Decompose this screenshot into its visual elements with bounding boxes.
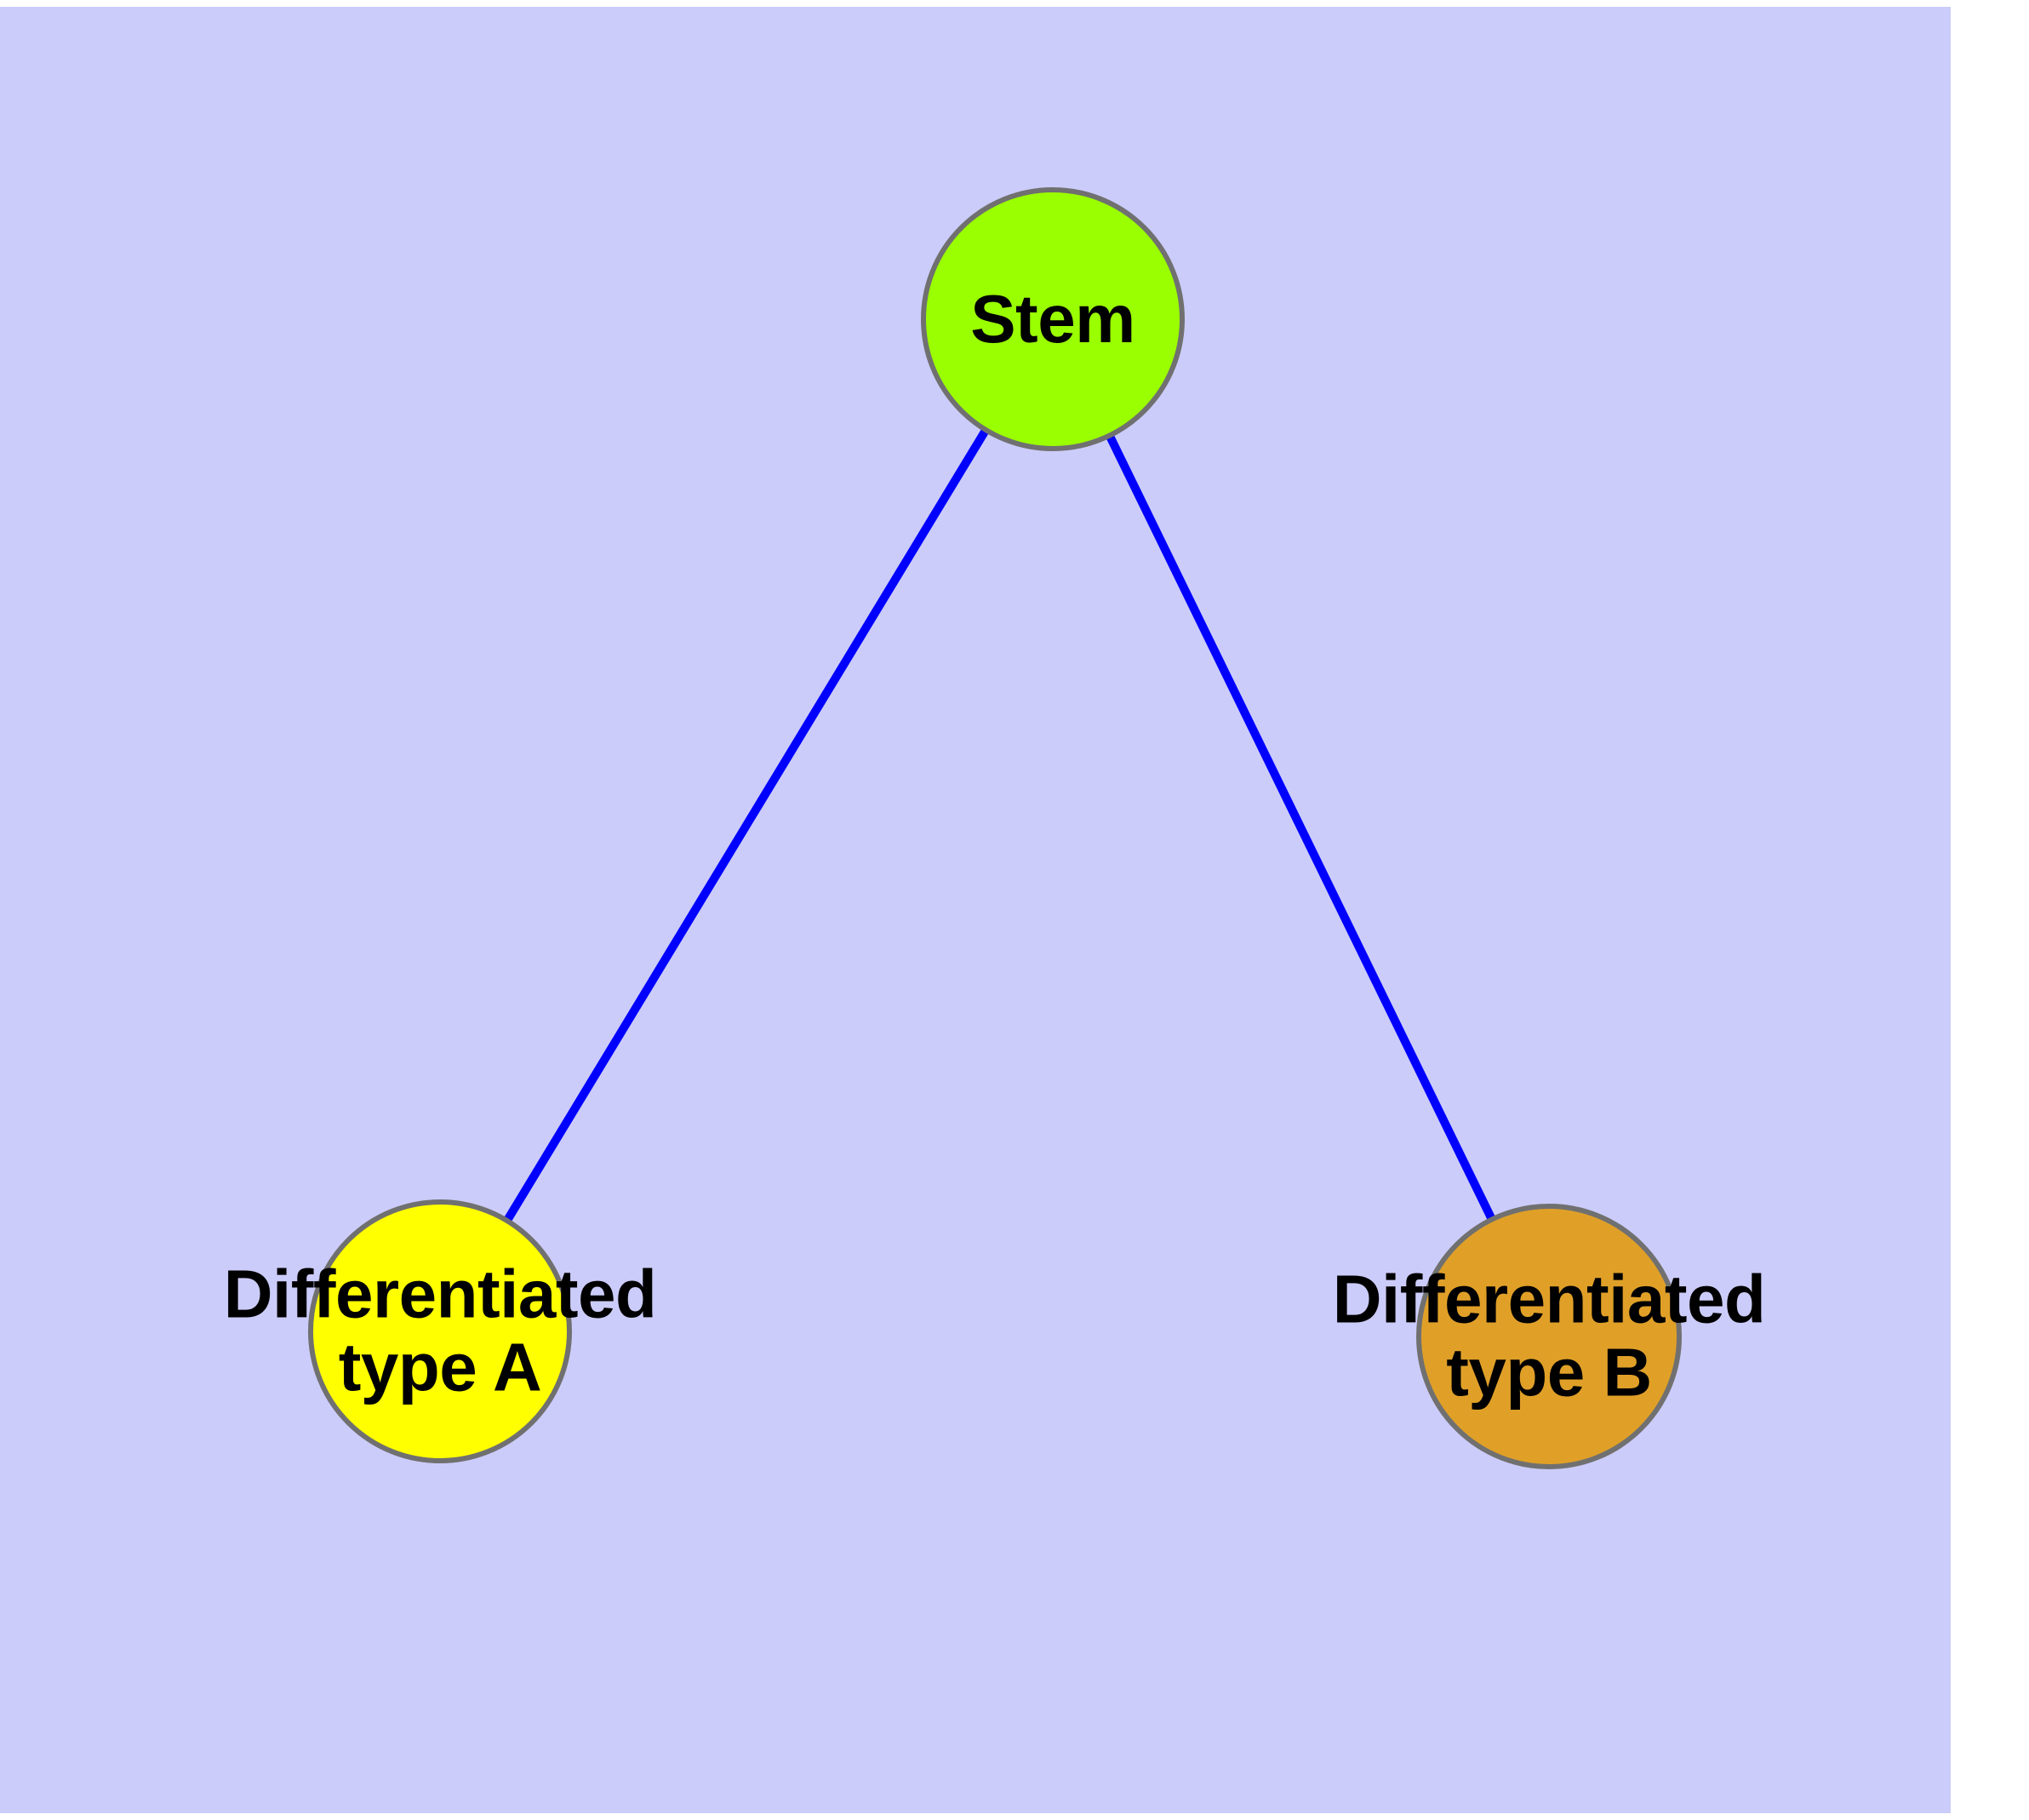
node-circle-stem[interactable]	[921, 187, 1185, 451]
graph-svg	[308, 187, 1682, 1469]
edges-layer	[436, 317, 1553, 1339]
edge-stem-diff-a[interactable]	[436, 317, 1057, 1334]
node-circle-diff_a[interactable]	[308, 1199, 572, 1463]
edge-stem-diff-b[interactable]	[1049, 317, 1553, 1339]
node-circle-diff_b[interactable]	[1416, 1204, 1682, 1469]
nodes-layer	[308, 187, 1682, 1469]
